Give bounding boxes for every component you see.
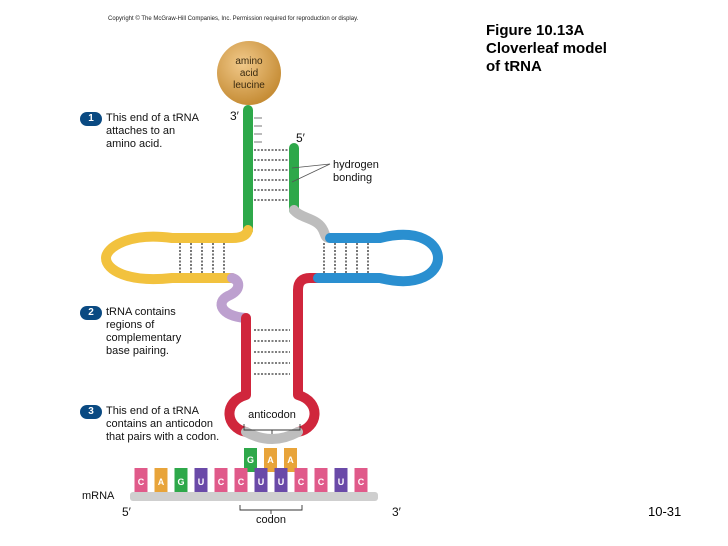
anticodon-base-a2 [284, 448, 297, 472]
step-text: This end of a tRNA contains an anticodon… [106, 405, 246, 444]
d-arm [101, 225, 253, 284]
mrna-label: mRNA [82, 490, 115, 502]
anticodon-base-stubs [244, 448, 297, 472]
step-text: This end of a tRNA attaches to an amino … [106, 112, 226, 151]
anticodon-label: anticodon [248, 409, 296, 421]
mrna-base-letter: A [158, 477, 165, 487]
step-text-line: attaches to an [106, 125, 176, 137]
t-arm [313, 229, 443, 287]
mrna-base [154, 468, 168, 494]
mrna-base [354, 468, 368, 494]
copyright-notice: Copyright © The McGraw-Hill Companies, I… [108, 16, 359, 22]
step-text-line: tRNA contains [106, 306, 176, 318]
step-badge: 3 [80, 405, 102, 419]
mrna-base-letter: C [138, 477, 145, 487]
step-text-line: amino acid. [106, 138, 163, 150]
mrna-base [294, 468, 308, 494]
mrna-base [214, 468, 228, 494]
mrna-base [314, 468, 328, 494]
mrna-three-prime-label: 3′ [392, 505, 402, 519]
amino-acid-label: amino [235, 56, 263, 67]
step-text-line: regions of [106, 319, 155, 331]
five-prime-end-label: 5′ [296, 131, 306, 145]
step-text-line: complementary [106, 332, 182, 344]
hydrogen-bonding-label: bonding [333, 172, 372, 184]
figure-title-line: of tRNA [486, 58, 542, 75]
step-badge: 2 [80, 306, 102, 320]
codon-bracket [239, 505, 303, 514]
mrna-base-letter: C [238, 477, 245, 487]
mrna-base-letter: U [338, 477, 345, 487]
step-text: tRNA contains regions of complementary b… [106, 306, 226, 358]
connector-segment [289, 205, 335, 243]
anticodon-base-letter: A [287, 455, 294, 465]
amino-acid-label: acid [240, 68, 258, 79]
mrna-base-letter: U [198, 477, 205, 487]
mrna-base [254, 468, 268, 494]
anticodon-base-a1 [264, 448, 277, 472]
figure-title-line: Figure 10.13A [486, 22, 585, 39]
figure-title: Figure 10.13A Cloverleaf model of tRNA [486, 22, 607, 76]
acceptor-stem-ticks [254, 117, 262, 143]
mrna-base-letter: U [278, 477, 285, 487]
anticodon-base-g [244, 448, 257, 472]
mrna-base [334, 468, 348, 494]
mrna-base-letter: C [358, 477, 365, 487]
anticodon-stem-hydrogen-bonds [254, 329, 290, 375]
three-prime-end-label: 3′ [230, 109, 240, 123]
mrna-base [194, 468, 208, 494]
d-arm-hydrogen-bonds [179, 243, 225, 273]
anticodon-base-letter: A [267, 455, 274, 465]
anticodon-bracket [243, 424, 301, 434]
slide-number: 10-31 [648, 504, 682, 519]
amino-acid-sphere [217, 41, 281, 105]
mrna-base [274, 468, 288, 494]
anticodon-base-letter: G [247, 455, 254, 465]
mrna-base [174, 468, 188, 494]
hydrogen-bonding-label: hydrogen [333, 159, 379, 171]
step-text-line: base pairing. [106, 345, 169, 357]
codon-label: codon [256, 514, 286, 526]
step-text-line: that pairs with a codon. [106, 431, 220, 443]
mrna-base-letter: C [218, 477, 225, 487]
figure-title-line: Cloverleaf model [486, 40, 607, 57]
mrna-base-letter: U [258, 477, 265, 487]
mrna-five-prime-label: 5′ [122, 505, 132, 519]
anticodon-arm [224, 273, 323, 437]
step-badge: 1 [80, 112, 102, 126]
anticodon-loop-bottom [241, 427, 303, 444]
mrna-base-letter: C [318, 477, 325, 487]
acceptor-stem-hydrogen-bonds [254, 149, 290, 201]
mrna-base [134, 468, 148, 494]
mrna-base-letter: C [298, 477, 305, 487]
mrna-base [234, 468, 248, 494]
mrna-base-letter: G [177, 477, 184, 487]
variable-loop [216, 273, 251, 323]
step-text-line: This end of a tRNA [106, 405, 199, 417]
hydrogen-bonding-pointer [291, 163, 331, 183]
t-arm-hydrogen-bonds [323, 243, 369, 273]
amino-acid-label: leucine [233, 80, 265, 91]
step-text-line: contains an anticodon [106, 418, 214, 430]
mrna-backbone [130, 492, 378, 501]
step-text-line: This end of a tRNA [106, 112, 199, 124]
